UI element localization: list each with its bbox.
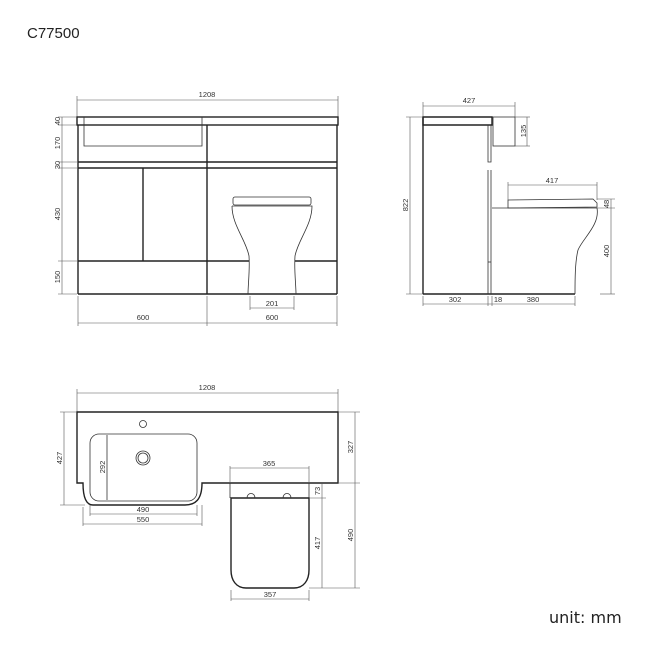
pan-height-label: 400 — [602, 245, 611, 258]
pan-projection-label: 380 — [527, 295, 540, 304]
left-unit-width-label: 600 — [137, 313, 150, 322]
countertop-depth-label: 327 — [346, 441, 355, 454]
seat-thickness-label: 48 — [602, 200, 611, 208]
unit-label: unit: mm — [549, 608, 622, 627]
cabinet-depth-label: 302 — [449, 295, 462, 304]
right-unit-width-label: 600 — [266, 313, 279, 322]
side-depth-label: 427 — [463, 96, 476, 105]
toilet-gap-label: 73 — [313, 487, 322, 495]
gap-label: 18 — [494, 295, 502, 304]
product-code: C77500 — [27, 25, 80, 42]
height-170-label: 170 — [53, 137, 62, 150]
top-width-label: 1208 — [199, 383, 216, 392]
side-view: 427 135 417 48 400 822 — [401, 96, 615, 306]
basin-depth-label: 292 — [98, 461, 107, 474]
toilet-depth-label: 490 — [346, 529, 355, 542]
toilet-bottom-width-label: 357 — [264, 590, 277, 599]
front-width-label: 1208 — [199, 90, 216, 99]
seat-length-label: 417 — [313, 537, 322, 550]
toilet-top-width-label: 365 — [263, 459, 276, 468]
height-40-label: 40 — [53, 117, 62, 125]
cistern-height-label: 135 — [519, 125, 528, 138]
front-view: 1208 40 170 30 430 150 201 — [53, 90, 339, 326]
height-30-label: 30 — [53, 161, 62, 169]
height-150-label: 150 — [53, 271, 62, 284]
top-view: 1208 292 427 490 550 327 365 — [55, 383, 360, 601]
toilet-base-width-label: 201 — [266, 299, 279, 308]
basin-width-label: 490 — [137, 505, 150, 514]
seat-depth-label: 417 — [546, 176, 559, 185]
side-height-label: 822 — [401, 199, 410, 212]
top-depth-label: 427 — [55, 452, 64, 465]
unit-width-label: 550 — [137, 515, 150, 524]
height-430-label: 430 — [53, 208, 62, 221]
